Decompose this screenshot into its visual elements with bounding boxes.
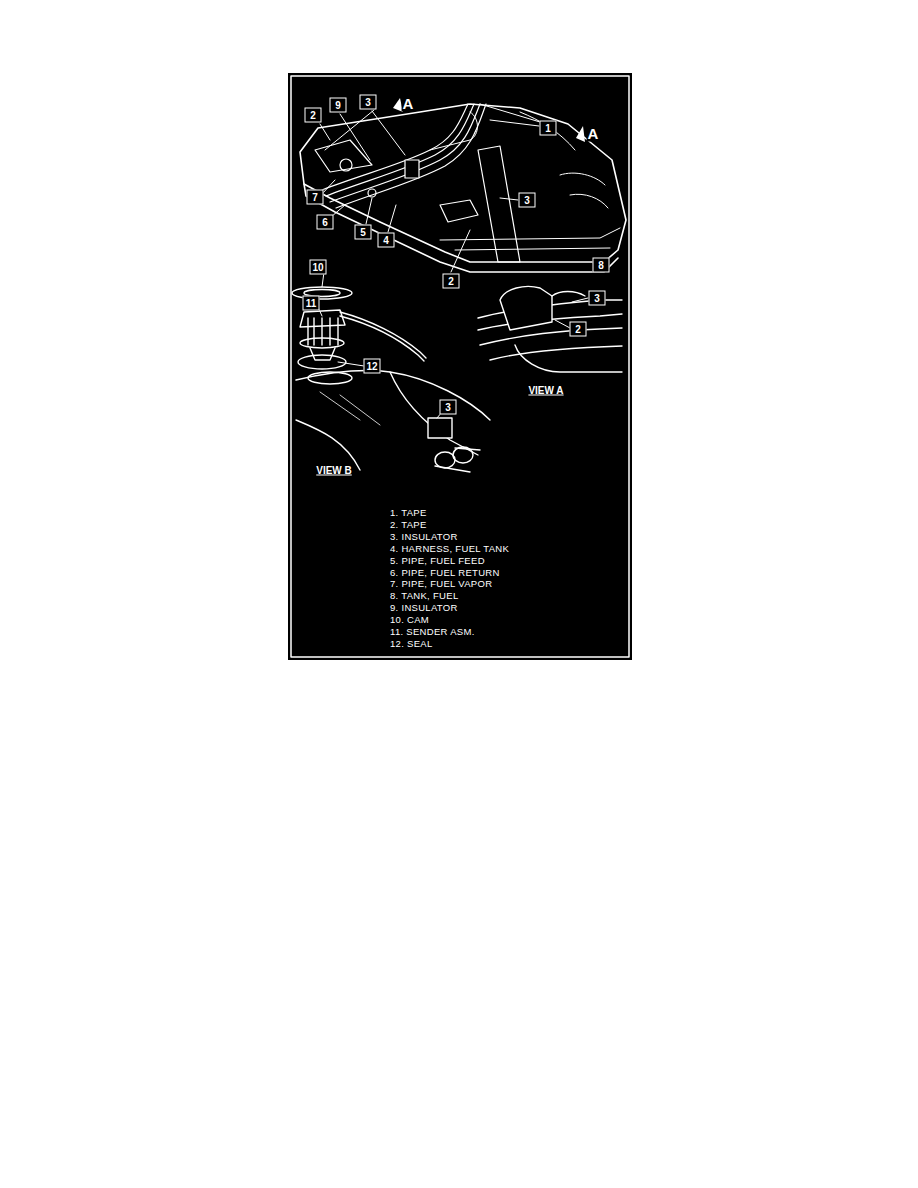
callout-number: 6 xyxy=(317,215,334,230)
insulator-strips xyxy=(315,140,520,262)
callout-number: 5 xyxy=(355,225,372,240)
callout-number: 9 xyxy=(330,98,347,113)
view-title: VIEW B xyxy=(314,465,354,476)
parts-list-line: 11. SENDER ASM. xyxy=(390,626,475,637)
fuel-tank xyxy=(300,104,626,272)
callout-number: 7 xyxy=(307,190,324,205)
view-a-detail xyxy=(478,287,622,373)
parts-list-line: 1. TAPE xyxy=(390,507,427,518)
parts-list-line: 10. CAM xyxy=(390,614,429,625)
fuel-pipes xyxy=(322,104,486,208)
view-b-detail xyxy=(292,287,490,472)
view-marker: A xyxy=(402,95,415,112)
parts-list-line: 9. INSULATOR xyxy=(390,602,458,613)
callout-number: 2 xyxy=(443,274,460,289)
parts-list-line: 2. TAPE xyxy=(390,519,427,530)
callout-number: 1 xyxy=(540,121,557,136)
callout-number: 3 xyxy=(440,400,457,415)
view-marker: A xyxy=(587,125,600,142)
parts-list-line: 6. PIPE, FUEL RETURN xyxy=(390,567,500,578)
callout-number: 10 xyxy=(310,260,327,275)
parts-list-line: 5. PIPE, FUEL FEED xyxy=(390,555,485,566)
callout-number: 3 xyxy=(360,95,377,110)
parts-list-line: 7. PIPE, FUEL VAPOR xyxy=(390,578,492,589)
callout-number: 4 xyxy=(378,233,395,248)
callout-number: 8 xyxy=(593,258,610,273)
view-arrows xyxy=(393,98,585,142)
parts-list-line: 3. INSULATOR xyxy=(390,531,458,542)
callout-number: 2 xyxy=(570,322,587,337)
parts-list-line: 8. TANK, FUEL xyxy=(390,590,458,601)
callout-number: 11 xyxy=(303,296,320,311)
callout-number: 3 xyxy=(589,291,606,306)
leader-lines xyxy=(318,104,605,418)
view-title: VIEW A xyxy=(526,385,565,396)
parts-list-line: 4. HARNESS, FUEL TANK xyxy=(390,543,509,554)
parts-list-line: 12. SEAL xyxy=(390,638,433,649)
callout-number: 3 xyxy=(519,193,536,208)
callout-number: 2 xyxy=(305,108,322,123)
callout-number: 12 xyxy=(364,359,381,374)
